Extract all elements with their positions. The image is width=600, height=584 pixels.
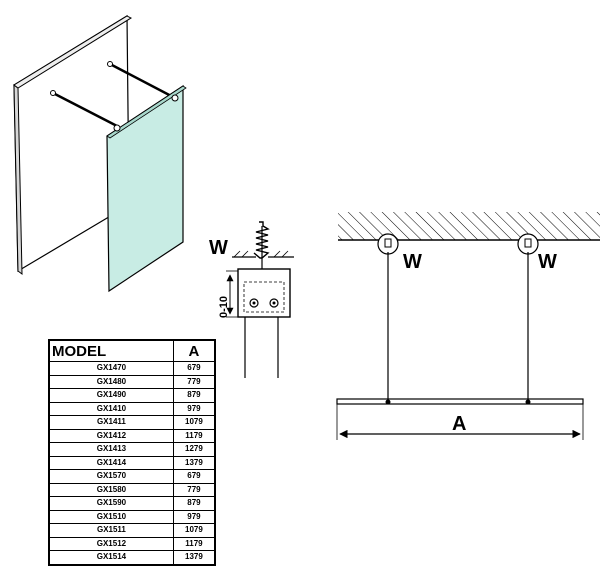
ceiling-hatch [338,212,600,240]
cell-model: GX1490 [48,388,174,403]
column-header-model: MODEL [48,339,174,362]
cell-a: 979 [172,509,216,524]
cell-a: 1079 [172,415,216,430]
cell-model: GX1410 [48,401,174,416]
cell-a: 1379 [172,455,216,470]
label-adjust-range: 0-10 [218,296,230,318]
cell-model: GX1412 [48,428,174,443]
cell-a: 879 [172,496,216,511]
cell-a: 1179 [172,428,216,443]
cell-a: 879 [172,388,216,403]
cell-a: 1179 [172,536,216,551]
cell-model: GX1514 [48,550,174,565]
mounting-block-inner [243,281,285,313]
support-bar-upper [109,62,176,100]
isometric-view [13,14,187,293]
glass-panel-edge [106,85,187,139]
detail-w: W 0-10 [209,221,294,378]
wall-mount-lower [50,90,56,96]
label-w-detail: W [209,237,228,259]
cell-model: GX1590 [48,496,174,511]
cell-model: GX1413 [48,442,174,457]
cell-a: 779 [172,374,216,389]
support-bar-lower [52,91,118,128]
wall-mount-upper [107,61,113,67]
cell-a: 979 [172,401,216,416]
wall-top-face [13,15,133,89]
panel-clamp-upper [171,94,179,102]
cell-model: GX1511 [48,523,174,538]
table-header-row: MODEL A [48,339,216,362]
panel-clamp-lower [113,124,121,132]
cell-a: 679 [172,361,216,376]
label-w-left: W [403,251,422,273]
cell-model: GX1510 [48,509,174,524]
cell-model: GX1580 [48,482,174,497]
front-view: W W A [336,212,600,440]
ceiling-anchor-screw-icon [253,221,270,259]
label-w-right: W [538,251,557,273]
cell-a: 1279 [172,442,216,457]
cell-model: GX1480 [48,374,174,389]
cell-model: GX1411 [48,415,174,430]
mounting-block [237,268,291,318]
cell-model: GX1414 [48,455,174,470]
label-dimension-a: A [452,413,466,435]
glass-top-edge [336,398,584,405]
cell-model: GX1512 [48,536,174,551]
clamp-right [525,399,531,405]
column-header-a: A [172,339,216,362]
cell-a: 679 [172,469,216,484]
cell-model: GX1470 [48,361,174,376]
cell-a: 1379 [172,550,216,565]
cell-a: 1079 [172,523,216,538]
clamp-left [385,399,391,405]
cell-model: GX1570 [48,469,174,484]
cell-a: 779 [172,482,216,497]
